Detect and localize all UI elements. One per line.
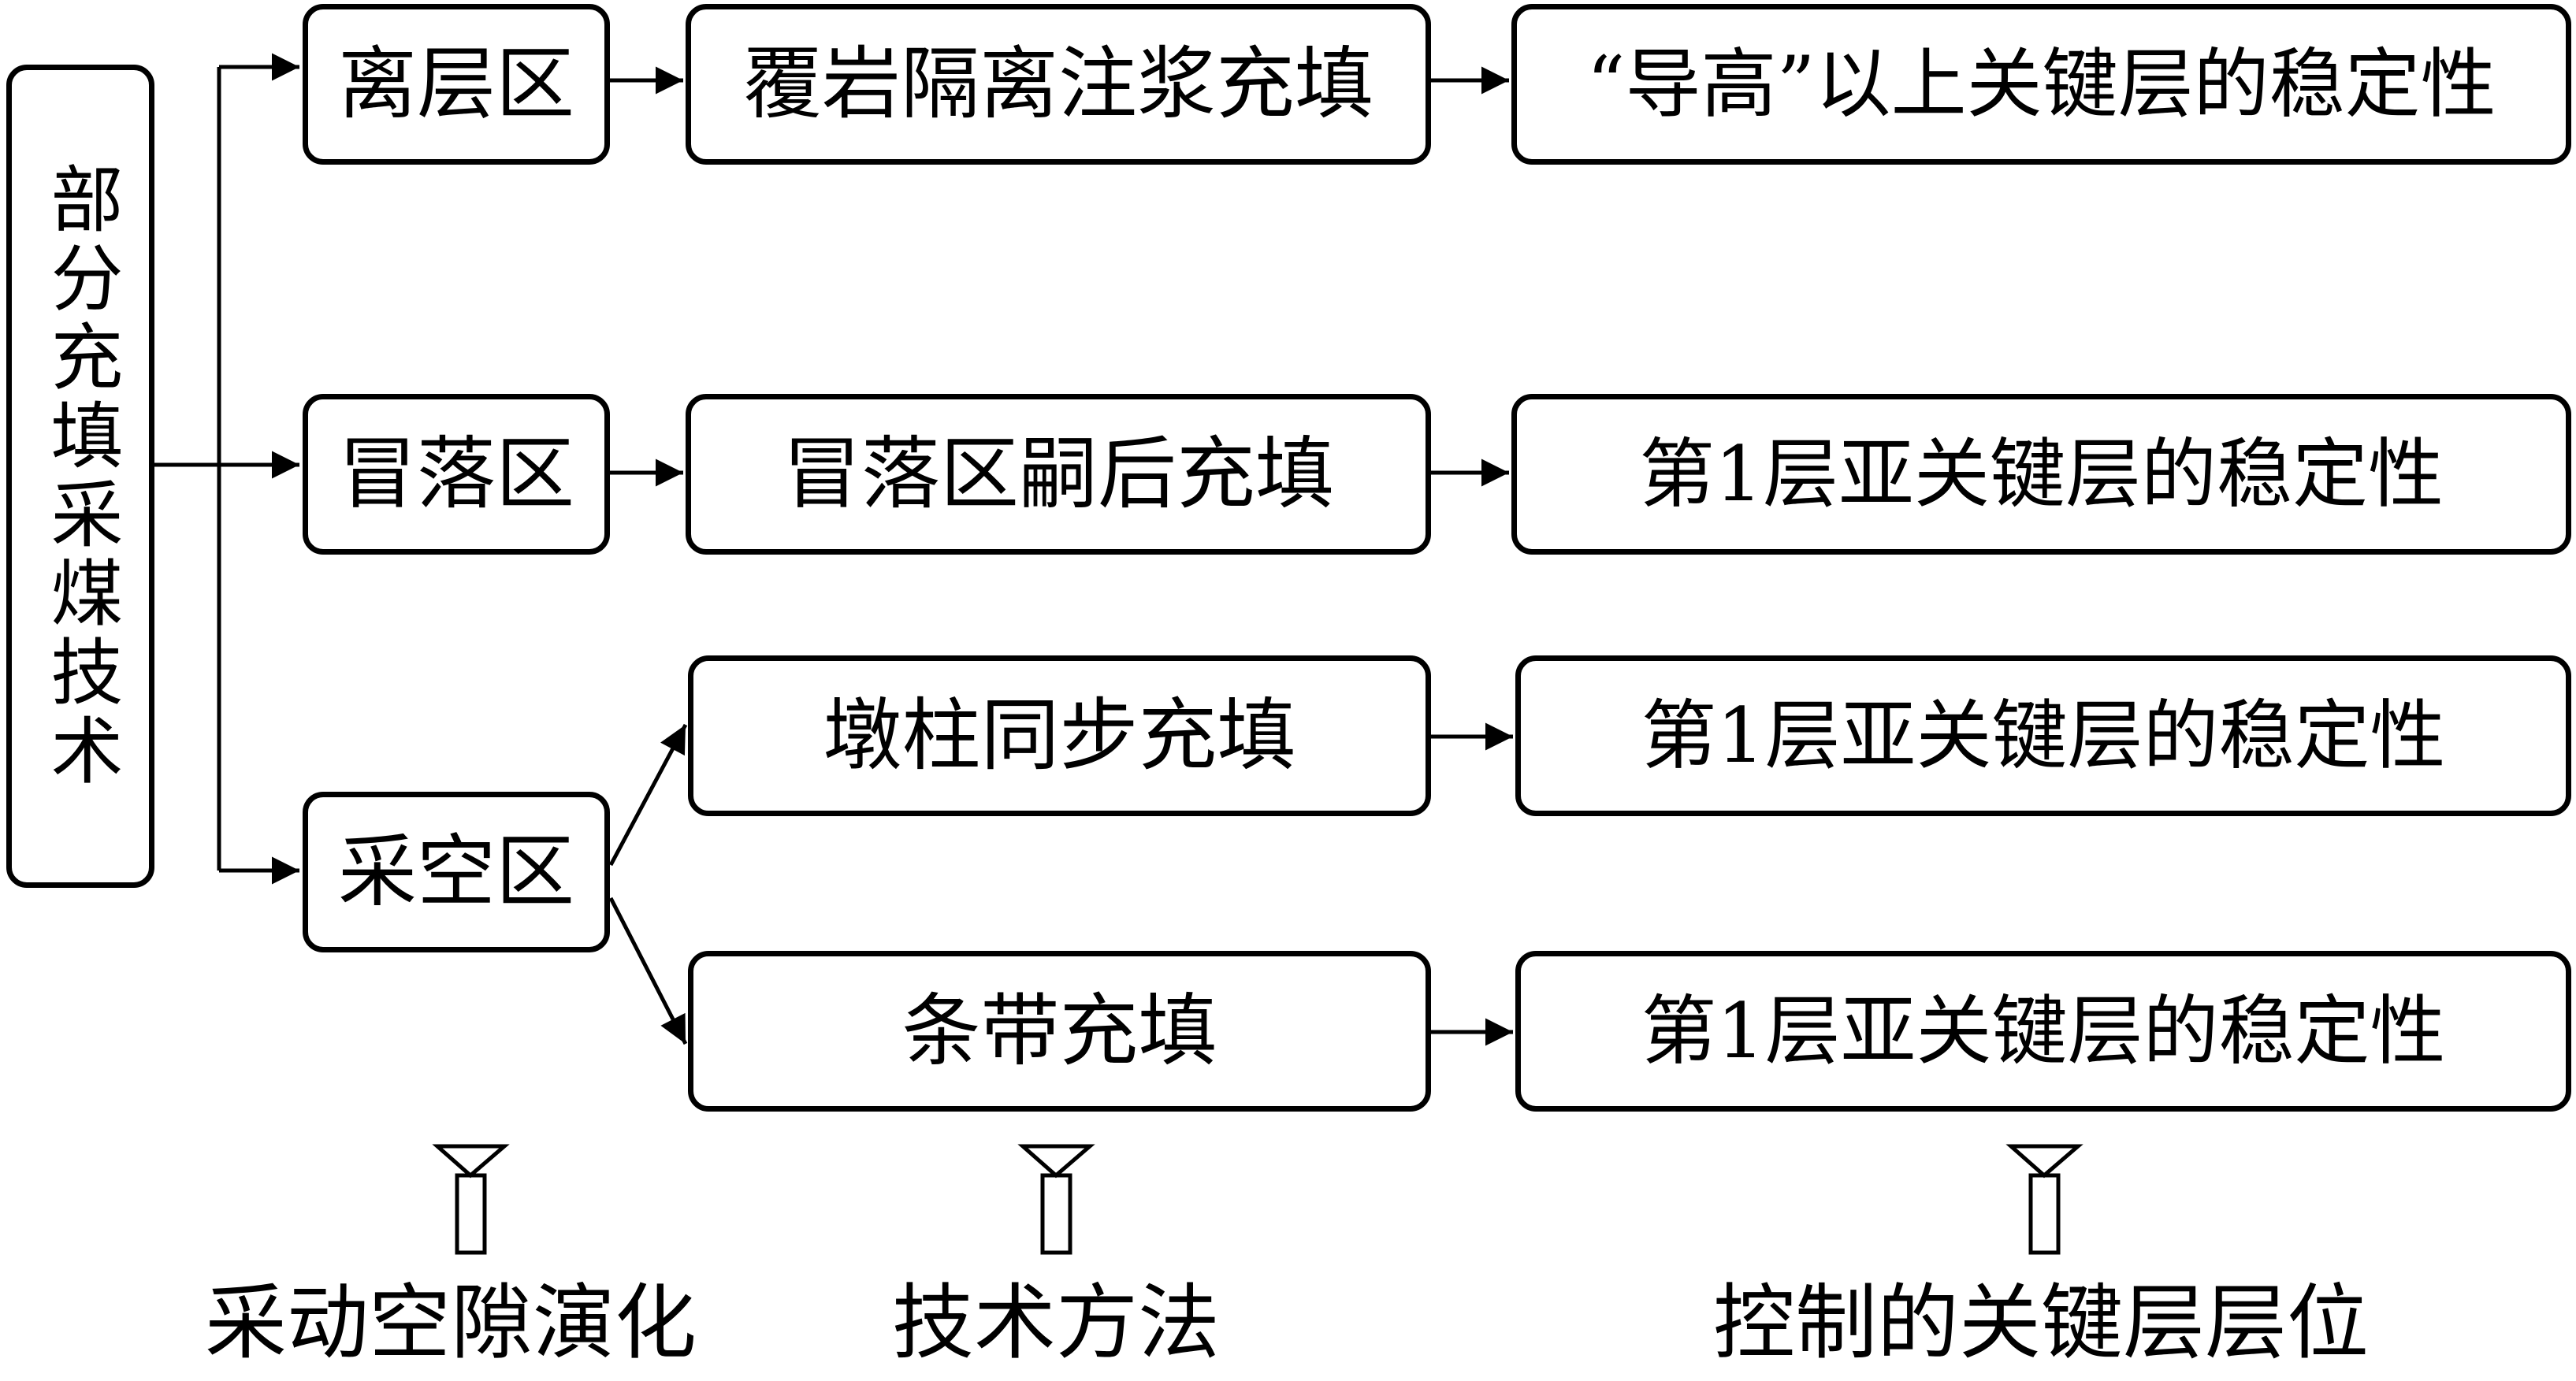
result-4-box: 第1层亚关键层的稳定性 xyxy=(1515,951,2571,1112)
method-overburden-label: 覆岩隔离注浆充填 xyxy=(743,38,1373,130)
method-caving-after-box: 冒落区嗣后充填 xyxy=(686,394,1431,555)
result-2-box: 第1层亚关键层的稳定性 xyxy=(1511,394,2571,555)
method-strip-label: 条带充填 xyxy=(901,985,1217,1077)
zone-caving-label: 冒落区 xyxy=(338,428,574,520)
method-pier-label: 墩柱同步充填 xyxy=(823,689,1296,781)
method-overburden-box: 覆岩隔离注浆充填 xyxy=(686,4,1431,165)
result-1-label: “导高”以上关键层的稳定性 xyxy=(1586,40,2496,128)
up-arrow-method xyxy=(1017,1144,1095,1255)
method-caving-after-label: 冒落区嗣后充填 xyxy=(782,428,1334,520)
result-3-box: 第1层亚关键层的稳定性 xyxy=(1515,655,2571,816)
up-arrow-layer xyxy=(2005,1144,2083,1255)
root-box: 部分充填采煤技术 xyxy=(6,65,154,888)
zone-separation-label: 离层区 xyxy=(338,38,574,130)
method-strip-box: 条带充填 xyxy=(688,951,1431,1112)
zone-caving-box: 冒落区 xyxy=(303,394,610,555)
arrow-goaf-strip xyxy=(608,897,688,1045)
zone-goaf-box: 采空区 xyxy=(303,792,610,952)
zone-separation-box: 离层区 xyxy=(303,4,610,165)
root-label: 部分充填采煤技术 xyxy=(39,161,123,792)
zone-goaf-label: 采空区 xyxy=(338,826,574,918)
result-4-label: 第1层亚关键层的稳定性 xyxy=(1641,987,2446,1075)
up-arrow-evolution xyxy=(432,1144,510,1255)
caption-evolution: 采动空隙演化 xyxy=(204,1275,697,1371)
result-1-box: “导高”以上关键层的稳定性 xyxy=(1511,4,2571,165)
method-pier-box: 墩柱同步充填 xyxy=(688,655,1431,816)
result-2-label: 第1层亚关键层的稳定性 xyxy=(1638,430,2444,518)
result-3-label: 第1层亚关键层的稳定性 xyxy=(1641,692,2446,780)
caption-method: 技术方法 xyxy=(891,1275,1221,1371)
caption-layer: 控制的关键层层位 xyxy=(1712,1275,2370,1371)
arrow-goaf-pier xyxy=(608,723,688,867)
